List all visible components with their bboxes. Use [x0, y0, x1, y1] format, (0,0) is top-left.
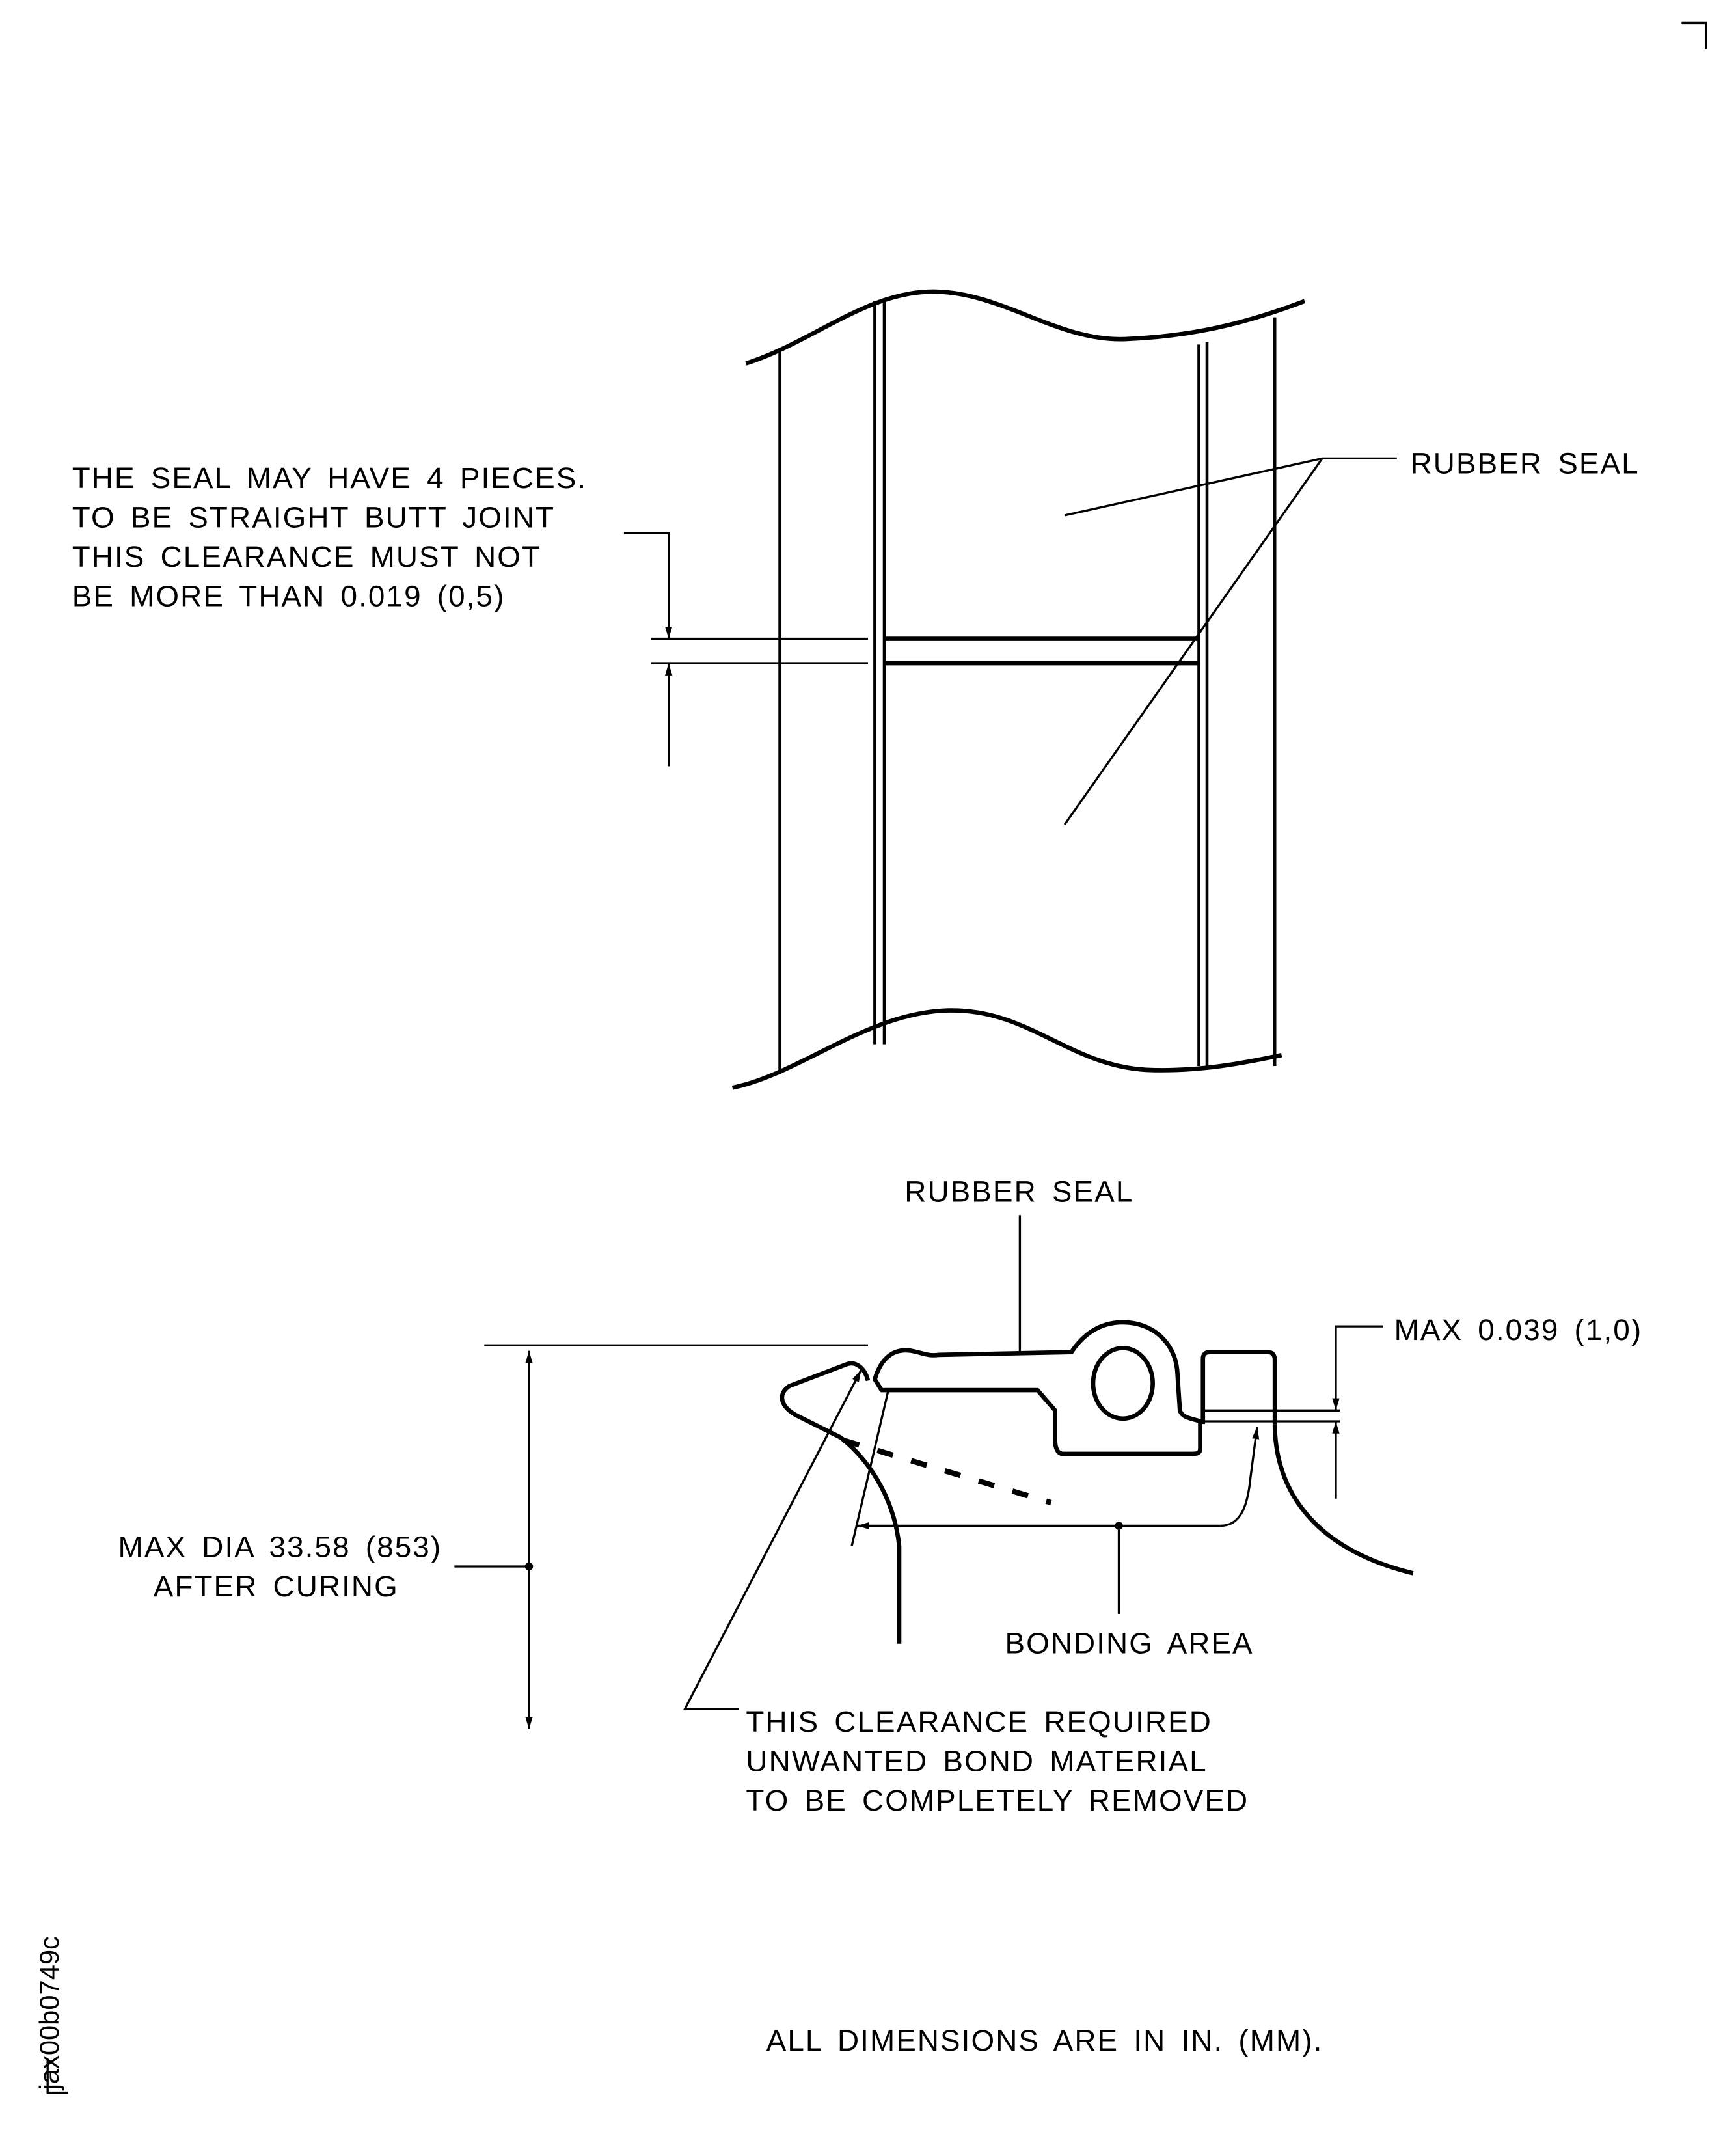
seal-profile: [873, 1320, 1202, 1456]
note-line-1: THE SEAL MAY HAVE 4 PIECES.: [72, 461, 588, 495]
dia-line-2: AFTER CURING: [154, 1570, 399, 1603]
section-view: RUBBER SEAL MAX 0.039 (1,0) MAX DIA 33.5…: [118, 1175, 1643, 1817]
dimensions-footer: ALL DIMENSIONS ARE IN IN. (MM).: [766, 2024, 1323, 2057]
seal-bulb-hole: [1091, 1346, 1155, 1421]
note-line-2: TO BE STRAIGHT BUTT JOINT: [72, 501, 555, 534]
note-line-3: THIS CLEARANCE MUST NOT: [72, 540, 541, 573]
top-view: THE SEAL MAY HAVE 4 PIECES. TO BE STRAIG…: [72, 289, 1640, 1090]
corner-mark: [1681, 21, 1707, 49]
svg-text:jax00b0749c: jax00b0749c: [34, 1936, 64, 2091]
dia-line-1: MAX DIA 33.58 (853): [118, 1530, 442, 1563]
bottom-break-edge: [731, 1008, 1282, 1090]
bonding-area-leader: [1220, 1427, 1260, 1527]
rubber-seal-label-section: RUBBER SEAL: [904, 1175, 1133, 1208]
unwanted-bond-dashed: [843, 1438, 1052, 1506]
max-gap-label: MAX 0.039 (1,0): [1394, 1313, 1643, 1346]
bonding-area-label: BONDING AREA: [1005, 1626, 1253, 1660]
rubber-seal-leader: [1063, 457, 1397, 826]
lip: [780, 1361, 871, 1419]
clearance-leader: [683, 1369, 863, 1710]
note-line-4: BE MORE THAN 0.019 (0,5): [72, 580, 506, 613]
clearance-line-3: TO BE COMPLETELY REMOVED: [746, 1784, 1249, 1817]
rubber-seal-label-top: RUBBER SEAL: [1411, 446, 1640, 480]
flange: [1200, 1350, 1277, 1425]
figure-id: jax00b0749c: [34, 1936, 68, 2094]
top-break-edge: [745, 289, 1306, 366]
clearance-line-2: UNWANTED BOND MATERIAL: [746, 1745, 1207, 1778]
clearance-line-1: THIS CLEARANCE REQUIRED: [746, 1705, 1212, 1738]
